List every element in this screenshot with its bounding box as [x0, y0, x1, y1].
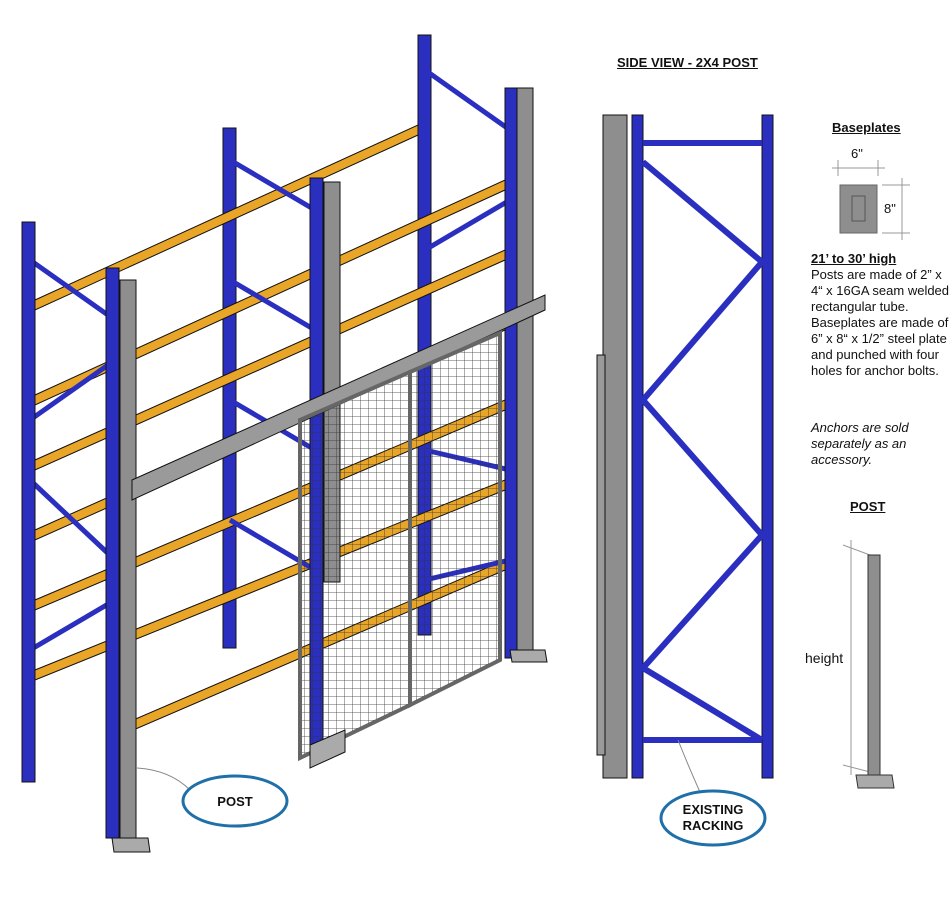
post-detail-title: POST: [850, 499, 886, 514]
upright: [21, 221, 36, 783]
baseplate-detail: [832, 160, 910, 240]
height-dimension-label: height: [805, 650, 844, 666]
baseplate: [509, 649, 548, 663]
side-upright: [761, 114, 774, 779]
isometric-racking: [21, 34, 548, 853]
mesh-gate: [298, 329, 502, 769]
side-post: [602, 114, 628, 779]
post: [516, 87, 534, 654]
baseplate: [111, 837, 151, 853]
upright: [504, 87, 519, 659]
upright: [222, 127, 237, 649]
existing-racking-callout: EXISTING RACKING: [682, 802, 744, 833]
post-callout-bubble: [181, 774, 289, 828]
baseplates-title: Baseplates: [832, 120, 901, 135]
post: [119, 279, 137, 841]
baseplate-height-label: 8": [884, 201, 896, 216]
side-view: [596, 114, 774, 779]
side-view-title: SIDE VIEW - 2X4 POST: [617, 55, 758, 70]
side-upright: [631, 114, 644, 779]
upright: [105, 267, 120, 839]
post-detail: [842, 540, 895, 789]
spec-body: Posts are made of 2” x 4“ x 16GA seam we…: [811, 267, 950, 378]
spec-note: Anchors are sold separately as an access…: [811, 420, 909, 467]
spec-heading: 21’ to 30’ high: [811, 251, 897, 266]
top-rail: [131, 294, 546, 501]
post-callout: POST: [217, 794, 253, 809]
baseplate-width-label: 6": [851, 146, 863, 161]
racking-callout-bubble: [659, 789, 767, 847]
